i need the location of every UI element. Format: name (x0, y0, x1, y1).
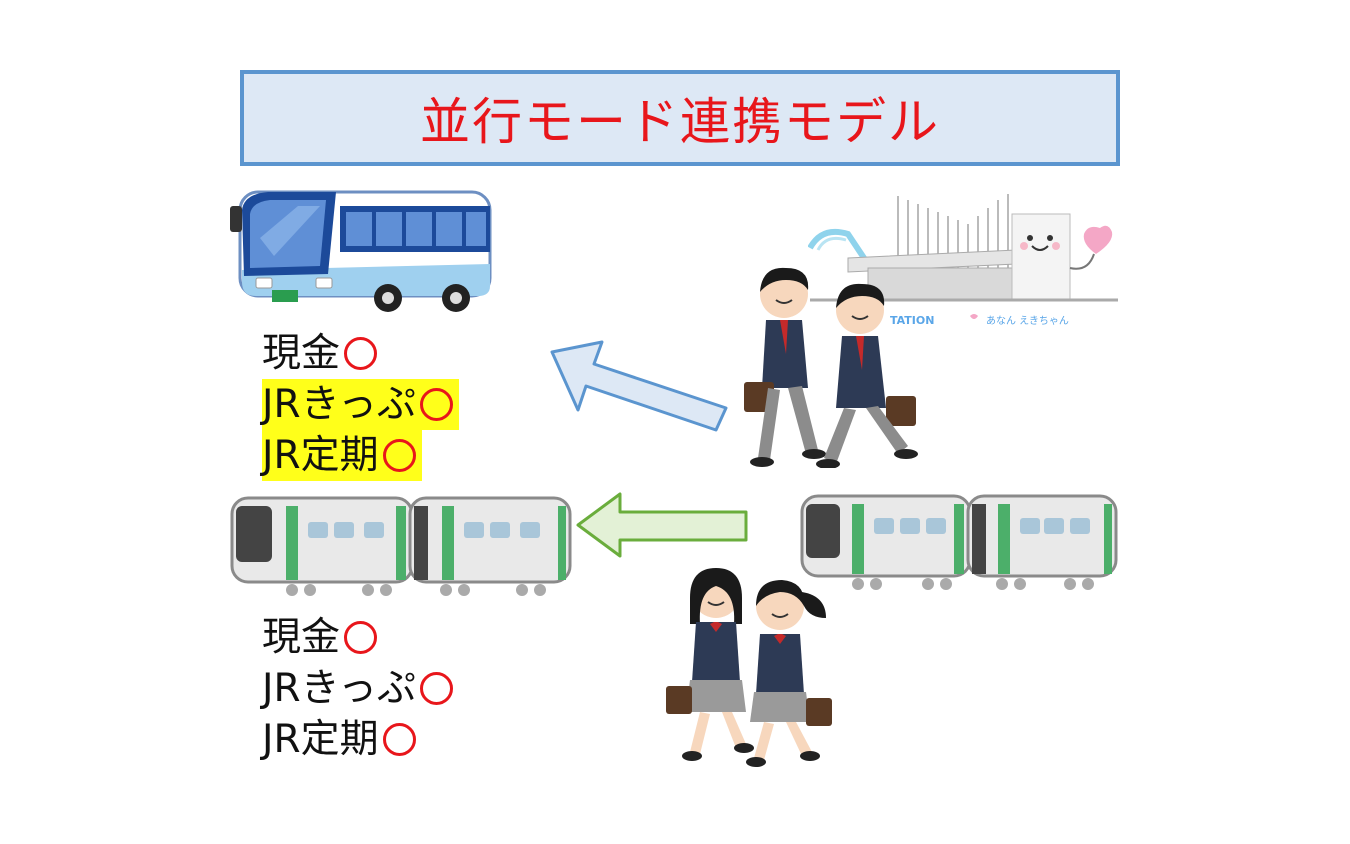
train-fare-cash: 現金 (262, 612, 453, 663)
train-fare-jr-pass: JR定期 (262, 714, 453, 765)
student-girl-2 (746, 580, 832, 767)
circle-mark-icon (344, 621, 378, 654)
bus-fare-cash: 現金 (262, 328, 459, 379)
circle-mark-icon (382, 439, 416, 472)
train-fare-jr-ticket: JRきっぷ (262, 663, 454, 714)
station-sign-left: TATION (890, 314, 934, 327)
circle-mark-icon (344, 337, 378, 370)
student-boy-2 (816, 283, 918, 468)
student-girl-1 (666, 568, 754, 761)
train-car-1 (800, 494, 972, 590)
train-fare-list: 現金 JRきっぷ JR定期 (262, 612, 454, 765)
title-box: 並行モード連携モデル (240, 70, 1120, 166)
circle-mark-icon (382, 723, 416, 756)
fare-label: 現金 (262, 615, 341, 660)
boy-students-icon (744, 267, 918, 468)
student-boy-1 (744, 267, 826, 467)
bus-fare-jr-pass: JR定期 (262, 430, 422, 481)
arrow-left-icon (550, 340, 728, 432)
circle-mark-icon (420, 388, 454, 421)
train-icon (230, 496, 572, 596)
train-icon (800, 494, 1118, 590)
bus-fare-list: 現金 JRきっぷ JR定期 (262, 328, 460, 481)
fare-label: JR定期 (262, 717, 379, 762)
train-car-1 (230, 496, 414, 596)
fare-label: JR定期 (262, 433, 379, 478)
fare-label: JRきっぷ (262, 666, 417, 711)
bus-icon (230, 190, 492, 312)
girl-students-icon (666, 568, 832, 767)
station-icon: TATION あなん えきちゃん (808, 194, 1118, 327)
page-title: 並行モード連携モデル (420, 93, 940, 151)
train-car-2 (408, 496, 572, 596)
bus-fare-jr-ticket: JRきっぷ (262, 379, 460, 430)
fare-label: JRきっぷ (262, 382, 417, 427)
fare-label: 現金 (262, 331, 341, 376)
circle-mark-icon (420, 672, 454, 705)
train-car-2 (966, 494, 1118, 590)
station-sign-right: あなん えきちゃん (986, 315, 1069, 327)
arrow-left-icon (576, 492, 748, 558)
